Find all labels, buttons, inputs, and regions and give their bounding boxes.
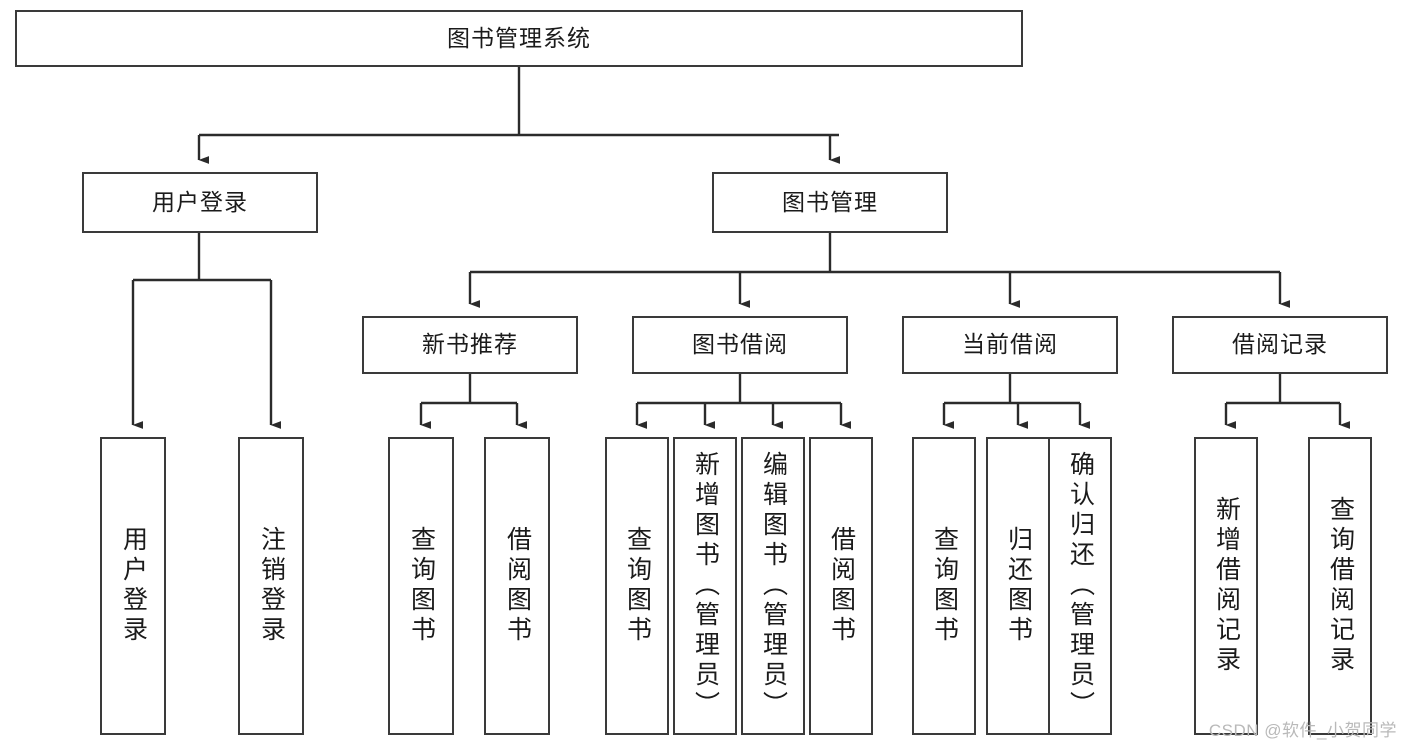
node-leaf-borrow-book-recommend[interactable]: 借阅图书: [484, 437, 550, 735]
watermark-text: CSDN @软件_小贺同学: [1208, 721, 1397, 740]
node-root-system[interactable]: 图书管理系统: [15, 10, 1023, 67]
node-leaf-add-book-admin[interactable]: 新增图书（管理员）: [673, 437, 737, 735]
node-label: 当前借阅: [962, 331, 1058, 358]
node-label: 查询图书: [930, 526, 959, 646]
node-leaf-user-logout[interactable]: 注销登录: [238, 437, 304, 735]
node-leaf-add-borrow-record[interactable]: 新增借阅记录: [1194, 437, 1258, 735]
node-label: 编辑图书（管理员）: [759, 451, 788, 721]
node-current-borrow[interactable]: 当前借阅: [902, 316, 1118, 374]
node-label: 新书推荐: [422, 331, 518, 358]
node-label: 图书管理系统: [447, 24, 591, 51]
node-label: 图书借阅: [692, 331, 788, 358]
node-label: 查询借阅记录: [1326, 496, 1355, 676]
node-label: 查询图书: [623, 526, 652, 646]
node-leaf-return-book[interactable]: 归还图书: [986, 437, 1050, 735]
node-label: 确认归还（管理员）: [1066, 451, 1095, 721]
node-leaf-query-borrow-record[interactable]: 查询借阅记录: [1308, 437, 1372, 735]
node-leaf-confirm-return-admin[interactable]: 确认归还（管理员）: [1048, 437, 1112, 735]
node-leaf-edit-book-admin[interactable]: 编辑图书（管理员）: [741, 437, 805, 735]
node-label: 用户登录: [152, 188, 248, 215]
node-borrow-records[interactable]: 借阅记录: [1172, 316, 1388, 374]
node-label: 查询图书: [407, 526, 436, 646]
node-label: 借阅记录: [1232, 331, 1328, 358]
node-label: 用户登录: [119, 526, 148, 646]
node-leaf-query-book-recommend[interactable]: 查询图书: [388, 437, 454, 735]
node-label: 借阅图书: [827, 526, 856, 646]
node-new-book-recommend[interactable]: 新书推荐: [362, 316, 578, 374]
node-book-borrow[interactable]: 图书借阅: [632, 316, 848, 374]
node-leaf-query-book-current[interactable]: 查询图书: [912, 437, 976, 735]
node-book-management[interactable]: 图书管理: [712, 172, 948, 233]
node-label: 新增图书（管理员）: [691, 451, 720, 721]
node-label: 归还图书: [1004, 526, 1033, 646]
node-leaf-borrow-book[interactable]: 借阅图书: [809, 437, 873, 735]
node-leaf-user-login[interactable]: 用户登录: [100, 437, 166, 735]
node-label: 图书管理: [782, 188, 878, 215]
node-label: 注销登录: [257, 526, 286, 646]
node-label: 借阅图书: [503, 526, 532, 646]
node-label: 新增借阅记录: [1212, 496, 1241, 676]
node-leaf-query-book-borrow[interactable]: 查询图书: [605, 437, 669, 735]
node-user-login[interactable]: 用户登录: [82, 172, 318, 233]
